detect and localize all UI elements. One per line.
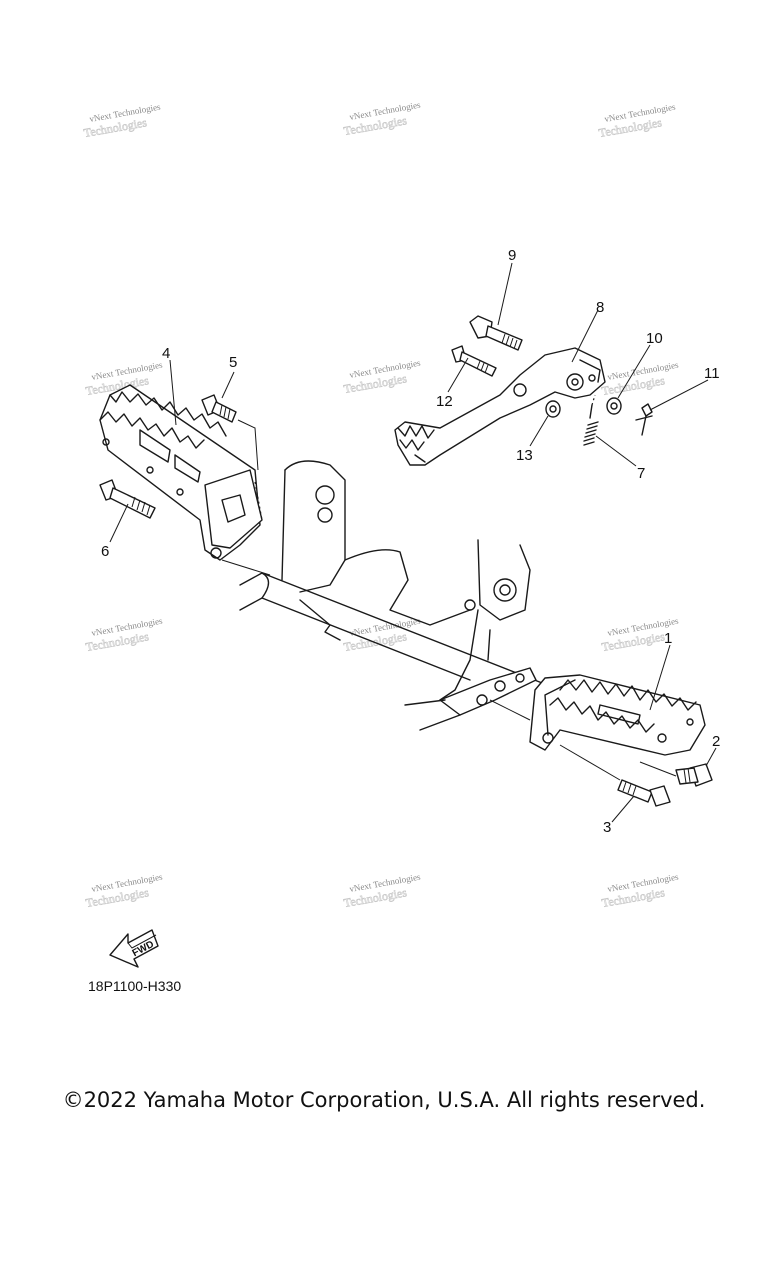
frame [239,460,561,731]
watermark: vNext Technologies Technologies [342,616,421,655]
footrest-left [99,384,271,576]
label-5: 5 [229,354,237,371]
label-1: 1 [664,630,672,647]
bolt-6 [99,479,156,519]
bolt-3 [559,744,671,807]
cotter-pin-11 [635,403,653,436]
watermark: vNext Technologies Technologies [82,102,161,141]
label-3: 3 [603,819,611,836]
label-8: 8 [596,299,604,316]
shaft-9 [469,315,523,351]
bolt-5 [201,394,259,471]
label-7: 7 [637,465,645,482]
watermark: vNext Technologies Technologies [84,616,163,655]
diagram-code: 18P1100-H330 [88,978,182,994]
fwd-arrow-icon: FWD [109,929,159,968]
label-12: 12 [436,393,453,410]
label-9: 9 [508,247,516,264]
label-10: 10 [646,330,663,347]
spring-7 [583,394,599,446]
watermark: vNext Technologies Technologies [600,872,679,911]
label-2: 2 [712,733,720,750]
label-4: 4 [162,345,170,362]
label-13: 13 [516,447,533,464]
leader-lines [109,262,717,823]
bolt-12 [451,345,497,377]
label-11: 11 [704,365,720,382]
watermark: vNext Technologies Technologies [342,100,421,139]
collar-13 [545,400,561,418]
bolt-2 [639,761,713,787]
washer-10 [606,397,622,415]
watermark: vNext Technologies Technologies [342,872,421,911]
copyright-notice: ©2022 Yamaha Motor Corporation, U.S.A. A… [62,1088,706,1112]
brake-pedal [394,347,606,466]
watermark: vNext Technologies Technologies [600,360,679,399]
watermark: vNext Technologies Technologies [597,102,676,141]
label-6: 6 [101,543,109,560]
watermark: vNext Technologies Technologies [84,872,163,911]
footrest-right [489,674,706,756]
watermark: vNext Technologies Technologies [342,358,421,397]
